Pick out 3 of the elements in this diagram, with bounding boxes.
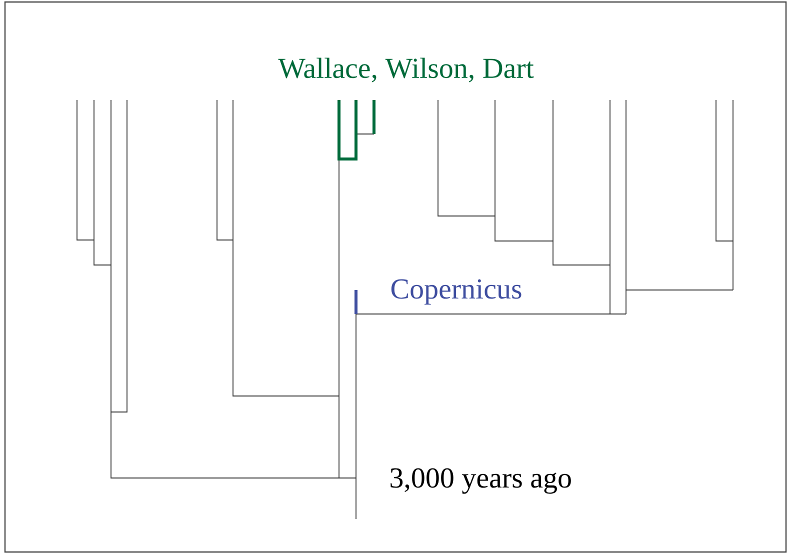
branch-label: Copernicus bbox=[391, 279, 522, 305]
branch-label: 3,000 years ago bbox=[390, 468, 571, 494]
branch-label: Wallace, Wilson, Dart bbox=[278, 58, 534, 82]
